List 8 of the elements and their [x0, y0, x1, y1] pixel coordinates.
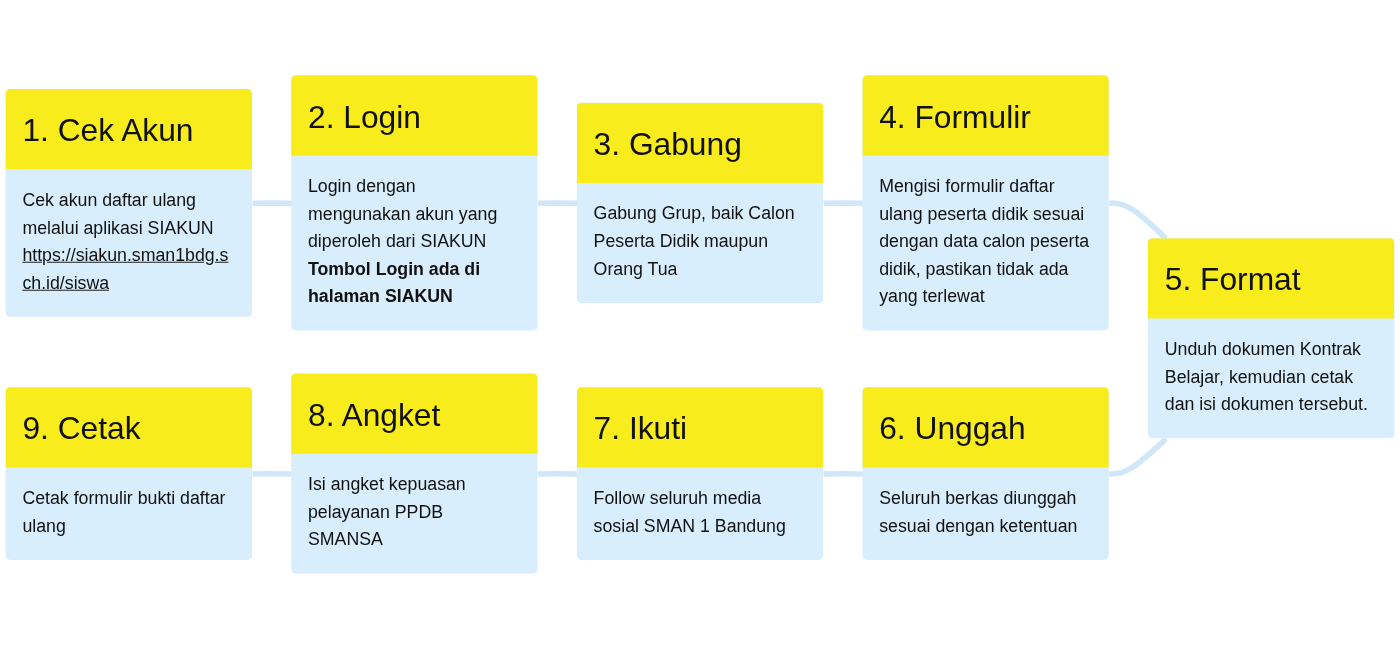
connector: [1109, 436, 1168, 477]
connector: [538, 200, 578, 207]
connector: [823, 470, 863, 477]
connector: [252, 200, 292, 207]
connector: [1109, 200, 1168, 241]
connector: [538, 470, 578, 477]
connector: [252, 470, 292, 477]
connector: [823, 200, 863, 207]
